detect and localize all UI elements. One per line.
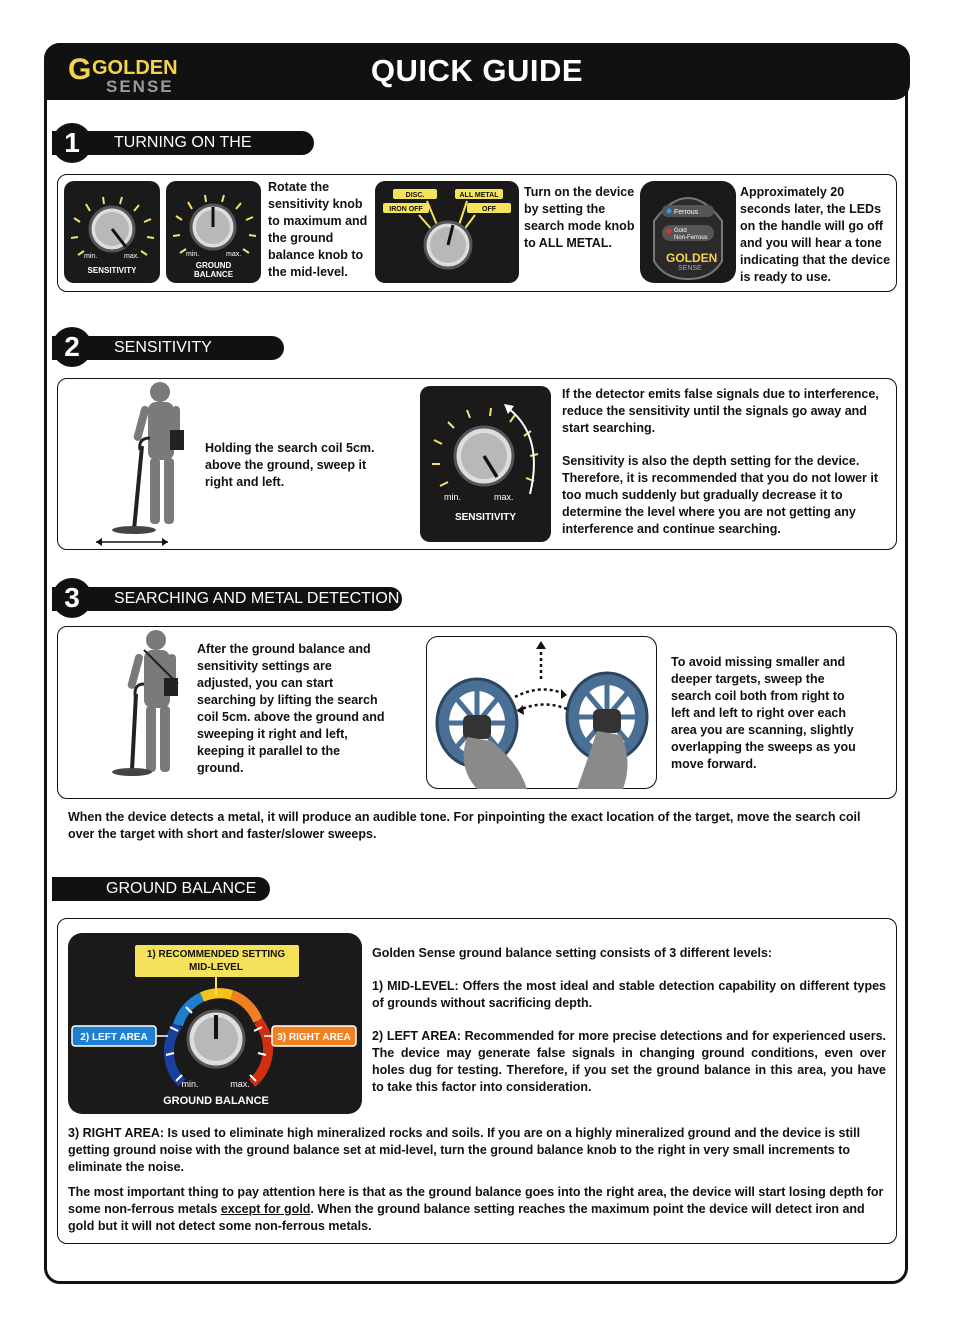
handle-led-panel: Ferrous Gold Non-Ferrous GOLDEN SENSE bbox=[640, 181, 736, 283]
search-instructions: After the ground balance and sensitivity… bbox=[197, 642, 385, 775]
sensitivity-knob-icon bbox=[70, 196, 155, 256]
svg-text:3) RIGHT AREA: 3) RIGHT AREA bbox=[277, 1032, 351, 1043]
sensitivity-knob-panel: min. max. SENSITIVITY bbox=[64, 181, 160, 283]
ground-balance-knob-panel: min. max. GROUND BALANCE bbox=[166, 181, 261, 283]
sensitivity-instructions: If the detector emits false signals due … bbox=[562, 387, 879, 536]
sweep-text: Holding the search coil 5cm. above the g… bbox=[205, 441, 375, 489]
section-2-box bbox=[57, 378, 897, 550]
ground-balance-knob-panel: 1) RECOMMENDED SETTING MID-LEVEL 2) LEFT… bbox=[68, 933, 362, 1114]
svg-text:GROUND BALANCE: GROUND BALANCE bbox=[163, 1095, 269, 1107]
pinpoint-text: When the device detects a metal, it will… bbox=[68, 810, 861, 841]
ground-balance-right-area-text: 3) RIGHT AREA: Is used to eliminate high… bbox=[68, 1126, 884, 1233]
coil-sweep-illustration bbox=[435, 641, 649, 789]
svg-text:SENSE: SENSE bbox=[678, 265, 702, 272]
svg-text:OFF: OFF bbox=[482, 206, 497, 213]
svg-text:Gold: Gold bbox=[674, 228, 687, 234]
svg-text:Non-Ferrous: Non-Ferrous bbox=[674, 235, 708, 241]
golden-sense-logo: G GOLDEN SENSE bbox=[66, 51, 216, 96]
sensitivity-label: SENSITIVITY bbox=[87, 266, 137, 275]
svg-text:SENSE: SENSE bbox=[106, 77, 174, 95]
svg-text:ALL METAL: ALL METAL bbox=[459, 192, 499, 199]
section-3-box bbox=[57, 626, 897, 799]
step2-text: Turn on the device by setting the search… bbox=[524, 185, 635, 250]
page-title: QUICK GUIDE bbox=[370, 53, 584, 88]
svg-text:IRON OFF: IRON OFF bbox=[389, 206, 423, 213]
svg-text:1) RECOMMENDED SETTING: 1) RECOMMENDED SETTING bbox=[147, 949, 286, 960]
section-3-title: SEARCHING AND METAL DETECTION bbox=[52, 587, 402, 611]
step3-text: Approximately 20 seconds later, the LEDs… bbox=[740, 185, 891, 284]
ground-balance-knob-large-icon: 1) RECOMMENDED SETTING MID-LEVEL 2) LEFT… bbox=[71, 945, 357, 1107]
ground-balance-levels: Golden Sense ground balance setting cons… bbox=[372, 946, 886, 1094]
handle-led-icon: Ferrous Gold Non-Ferrous GOLDEN SENSE bbox=[653, 197, 723, 281]
svg-text:MID-LEVEL: MID-LEVEL bbox=[189, 962, 243, 973]
logo-g: G bbox=[68, 53, 91, 86]
svg-text:2) LEFT AREA: 2) LEFT AREA bbox=[80, 1032, 147, 1043]
ground-balance-title: GROUND BALANCE bbox=[52, 877, 270, 901]
ground-balance-knob-icon bbox=[172, 194, 257, 254]
person-searching-figure bbox=[112, 630, 179, 776]
section-2-number: 2 bbox=[52, 327, 92, 367]
coil-sweep-illustration-box bbox=[426, 636, 657, 789]
step1-text: Rotate the sensitivity knob to maximum a… bbox=[268, 180, 368, 279]
section-3-number: 3 bbox=[52, 578, 92, 618]
svg-text:GOLDEN: GOLDEN bbox=[666, 251, 717, 265]
ground-balance-box bbox=[57, 918, 897, 1244]
svg-text:Ferrous: Ferrous bbox=[674, 209, 699, 216]
section-1-title: TURNING ON THE DEVICE bbox=[52, 131, 314, 175]
svg-text:max.: max. bbox=[230, 1079, 250, 1089]
svg-text:min.: min. bbox=[181, 1079, 198, 1089]
section-1-number: 1 bbox=[52, 123, 92, 163]
overlap-instructions: To avoid missing smaller and deeper targ… bbox=[671, 655, 856, 771]
sensitivity-knob-large-icon bbox=[432, 404, 539, 495]
svg-text:GOLDEN: GOLDEN bbox=[92, 57, 178, 79]
sensitivity-knob-large-panel: min. max. SENSITIVITY bbox=[420, 386, 551, 542]
section-1-box bbox=[57, 174, 897, 292]
svg-text:DISC.: DISC. bbox=[406, 192, 425, 199]
search-mode-knob-icon: DISC. ALL METAL IRON OFF OFF bbox=[383, 189, 511, 270]
search-mode-panel: DISC. ALL METAL IRON OFF OFF bbox=[375, 181, 519, 283]
header-bar: G GOLDEN SENSE QUICK GUIDE bbox=[44, 43, 910, 100]
person-sweeping-figure bbox=[96, 382, 184, 546]
